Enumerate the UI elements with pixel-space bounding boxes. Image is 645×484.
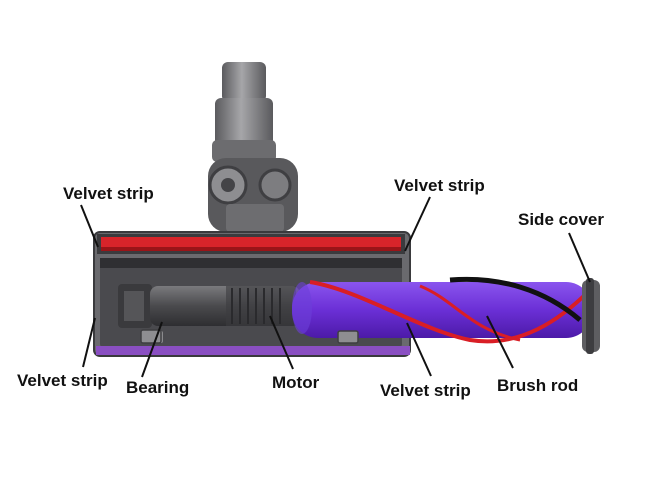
label-brush-rod: Brush rod bbox=[497, 376, 579, 395]
leader-velvet-strip-top-left bbox=[80, 204, 99, 248]
motor bbox=[150, 286, 300, 326]
label-velvet-strip-top-right: Velvet strip bbox=[394, 176, 485, 195]
leader-velvet-strip-top-right bbox=[404, 196, 431, 252]
label-side-cover: Side cover bbox=[518, 210, 604, 229]
leader-velvet-strip-bottom-right bbox=[406, 322, 432, 377]
leader-velvet-strip-bottom-left bbox=[82, 317, 96, 368]
bottom-velvet-strip bbox=[96, 346, 410, 355]
label-velvet-strip-bottom-left: Velvet strip bbox=[17, 371, 108, 390]
swivel-joint bbox=[208, 158, 298, 232]
label-motor: Motor bbox=[272, 373, 320, 392]
leader-bearing bbox=[141, 321, 163, 378]
label-velvet-strip-top-left: Velvet strip bbox=[63, 184, 154, 203]
side-cover bbox=[582, 278, 600, 354]
brush-rod bbox=[292, 276, 592, 344]
label-velvet-strip-bottom-right: Velvet strip bbox=[380, 381, 471, 400]
label-bearing: Bearing bbox=[126, 378, 190, 397]
leader-brush-rod bbox=[486, 315, 514, 369]
top-velvet-strip bbox=[97, 234, 405, 254]
leader-lines bbox=[80, 196, 591, 378]
leader-motor bbox=[269, 315, 294, 370]
motor-ribs bbox=[231, 288, 281, 324]
neck-tube bbox=[212, 62, 276, 162]
leader-side-cover bbox=[568, 232, 591, 283]
